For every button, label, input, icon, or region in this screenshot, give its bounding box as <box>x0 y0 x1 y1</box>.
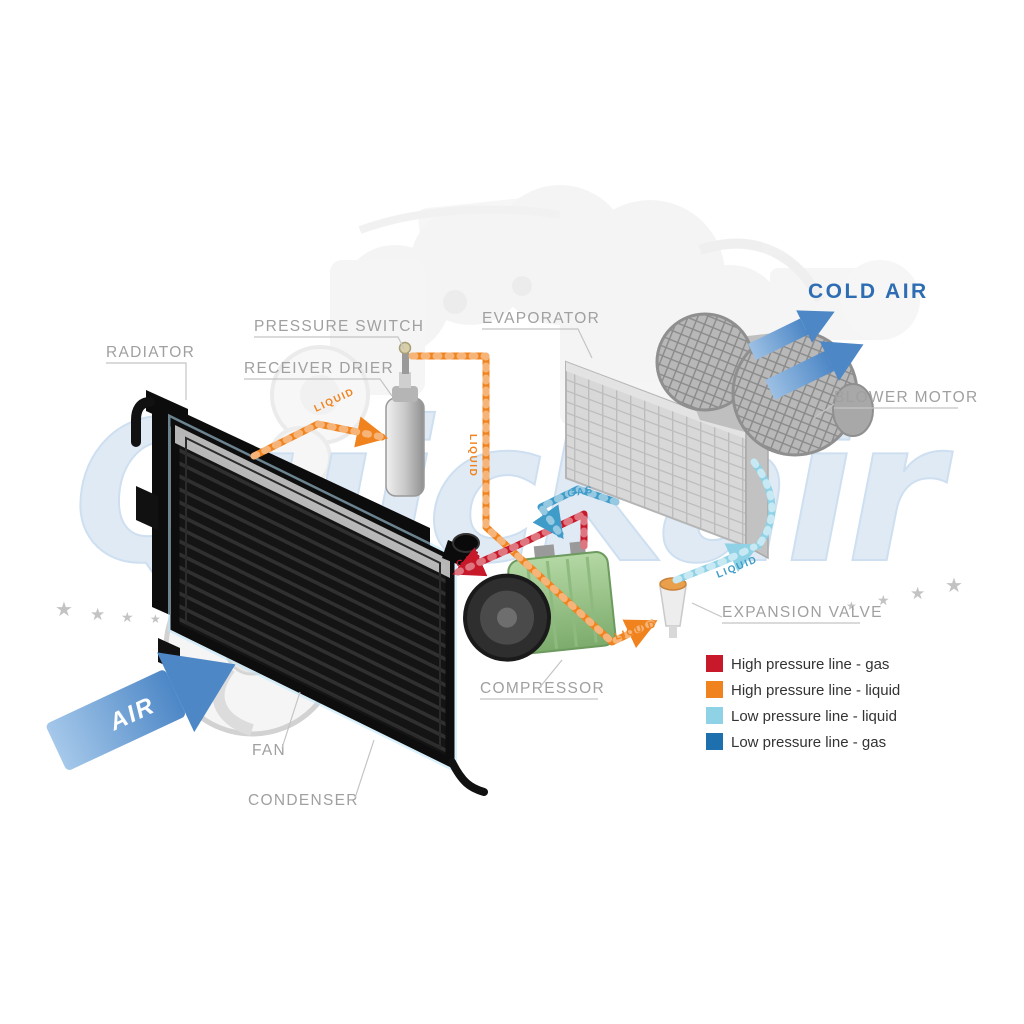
legend-label-high-gas: High pressure line - gas <box>731 656 889 673</box>
star-icon: ★ <box>846 599 857 613</box>
condenser-top-tank <box>175 425 450 578</box>
legend-swatch-high-liquid <box>706 681 723 698</box>
component-label-pressure-switch: PRESSURE SWITCH <box>254 318 424 350</box>
component-label-receiver-drier: RECEIVER DRIER <box>244 360 394 397</box>
compressor-label: COMPRESSOR <box>480 680 605 697</box>
star-icon: ★ <box>945 573 963 597</box>
blower-motor-label: BLOWER MOTOR <box>834 389 979 406</box>
star-icon: ★ <box>121 610 134 626</box>
evaporator-label: EVAPORATOR <box>482 310 600 327</box>
compressor <box>463 541 617 662</box>
component-label-condenser: CONDENSER <box>248 739 375 809</box>
star-icon: ★ <box>150 612 161 626</box>
low-pressure-gas-line <box>532 485 620 540</box>
receiver-drier <box>385 372 425 497</box>
condenser <box>136 413 488 796</box>
expansion-valve-label: EXPANSION VALVE <box>722 604 883 621</box>
cold-air-label: COLD AIR <box>808 280 929 303</box>
component-label-evaporator: EVAPORATOR <box>482 310 600 359</box>
legend-swatch-high-gas <box>706 655 723 672</box>
radiator-label: RADIATOR <box>106 344 195 361</box>
low-pressure-liquid-line <box>672 458 776 584</box>
receiver-drier-label: RECEIVER DRIER <box>244 360 394 377</box>
liquid-line-label: LIQUID <box>614 619 659 643</box>
legend: High pressure line - gas High pressure l… <box>706 655 900 751</box>
legend-label-low-liquid: Low pressure line - liquid <box>731 708 897 725</box>
gas-line-label: GAS <box>567 485 595 500</box>
liquid-line-label: LIQUID <box>467 434 478 478</box>
cold-air-arrows <box>748 310 864 400</box>
star-icon: ★ <box>55 597 73 621</box>
pressure-switch-label: PRESSURE SWITCH <box>254 318 424 335</box>
component-label-fan: FAN <box>252 691 301 759</box>
star-icon: ★ <box>910 584 925 604</box>
air-arrow: AIR <box>46 652 236 770</box>
legend-swatch-low-gas <box>706 733 723 750</box>
legend-swatch-low-liquid <box>706 707 723 724</box>
condenser-label: CONDENSER <box>248 792 359 809</box>
condenser-bracket <box>136 486 158 530</box>
star-icon: ★ <box>877 593 890 609</box>
component-label-blower-motor: BLOWER MOTOR <box>813 389 979 419</box>
pressure-switch <box>398 341 412 374</box>
expansion-valve <box>659 577 687 638</box>
component-label-compressor: COMPRESSOR <box>480 659 605 700</box>
component-label-expansion-valve: EXPANSION VALVE <box>691 602 883 624</box>
fan-label: FAN <box>252 742 286 759</box>
legend-label-high-liquid: High pressure line - liquid <box>731 682 900 699</box>
star-icon: ★ <box>90 605 105 625</box>
component-label-radiator: RADIATOR <box>106 344 195 400</box>
high-pressure-liquid-line <box>250 352 658 649</box>
legend-label-low-gas: Low pressure line - gas <box>731 734 886 751</box>
